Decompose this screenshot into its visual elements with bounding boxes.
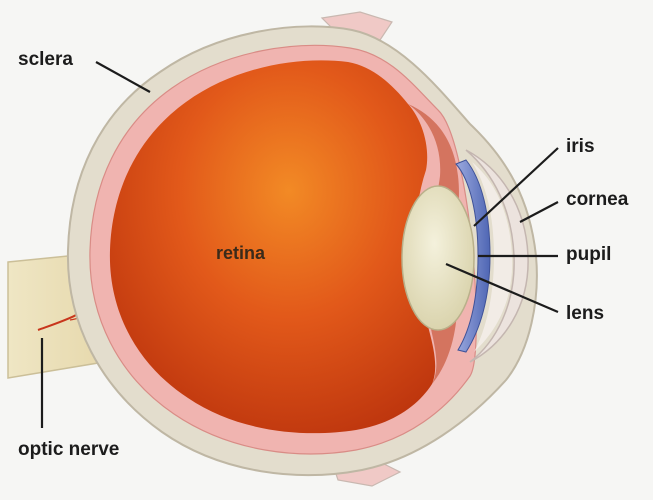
- optic-nerve-label: optic nerve: [18, 440, 119, 459]
- retina-label: retina: [216, 244, 265, 262]
- sclera-leader-line: [96, 62, 150, 92]
- pupil-label: pupil: [566, 245, 611, 264]
- lens-shape: [402, 186, 474, 330]
- lens-label: lens: [566, 304, 604, 323]
- cornea-label: cornea: [566, 190, 628, 209]
- sclera-label: sclera: [18, 50, 73, 69]
- iris-label: iris: [566, 137, 595, 156]
